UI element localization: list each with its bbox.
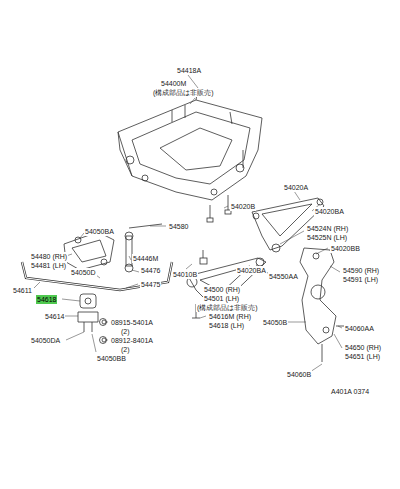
callout-number: 08915-5401A	[110, 318, 154, 327]
callout-number: 54050BB	[96, 354, 127, 363]
callout-number: 54446M	[132, 254, 159, 263]
crossmember	[118, 88, 262, 200]
callout-number: 54418A	[176, 66, 202, 75]
figure-code: A401A 0374	[330, 387, 370, 396]
callout-number: 54618	[36, 295, 57, 304]
callout-number: 54590 (RH)	[342, 266, 380, 275]
callout-number: 54618 (LH)	[208, 321, 245, 330]
callout-number: 54020BA	[236, 266, 267, 275]
nut-symbol	[102, 320, 106, 342]
callout-number: 54475	[140, 280, 161, 289]
note-text: (構成部品は非販売)	[196, 303, 259, 312]
callout-number: 54480 (RH)	[30, 252, 68, 261]
callout-number: 54020A	[283, 183, 309, 192]
callout-number: 54400M	[160, 79, 187, 88]
lower-arm	[187, 258, 266, 318]
callout-number: 54060AA	[344, 324, 375, 333]
callout-number: 54580	[168, 222, 189, 231]
callout-number: 54476	[140, 266, 161, 275]
note-text: (2)	[120, 327, 131, 336]
callout-number: 54550AA	[268, 272, 299, 281]
callout-number: 54010B	[172, 270, 198, 279]
callout-number: 54614	[44, 312, 65, 321]
callout-number: 54050DA	[30, 336, 61, 345]
stabilizer-bracket	[64, 232, 114, 270]
callout-number: 54616M (RH)	[208, 312, 252, 321]
callout-number: 08912-8401A	[110, 336, 154, 345]
callout-number: 54651 (LH)	[344, 352, 381, 361]
callout-number: 54050D	[70, 268, 97, 277]
callout-number: 54501 (LH)	[203, 294, 240, 303]
callout-number: 54020BB	[330, 244, 361, 253]
callout-number: 54591 (LH)	[342, 275, 379, 284]
stabilizer-bar	[22, 262, 172, 290]
callout-number: 54525N (LH)	[306, 233, 348, 242]
callout-number: 54481 (LH)	[30, 261, 67, 270]
callout-number: 54020BA	[314, 207, 345, 216]
note-text: (2)	[120, 345, 131, 354]
bolts	[172, 110, 243, 264]
callout-number: 54060B	[286, 370, 312, 379]
callout-number: 54500 (RH)	[203, 285, 241, 294]
steering-knuckle	[300, 248, 344, 362]
callout-number: 54650 (RH)	[344, 343, 382, 352]
stabilizer-link	[125, 224, 162, 272]
callout-number: 54050BA	[84, 227, 115, 236]
callout-number: 54611	[12, 286, 33, 295]
callout-number: 54050B	[262, 318, 288, 327]
callout-number: 54524N (RH)	[306, 224, 349, 233]
callout-number: 54020B	[230, 202, 256, 211]
leader-lines	[34, 75, 342, 372]
note-text: (構成部品は非販売)	[152, 88, 215, 97]
